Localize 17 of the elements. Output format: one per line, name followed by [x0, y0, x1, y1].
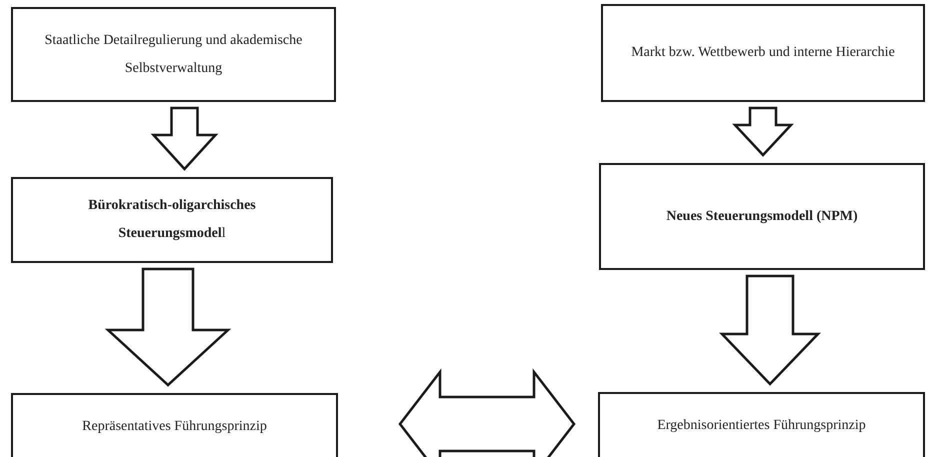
box-text: Bürokratisch-oligarchisches Steuerungsmodell [87, 197, 257, 243]
process-box [601, 4, 925, 102]
box-text: Markt bzw. Wettbewerb und interne Hierarchie [631, 44, 895, 62]
process-box [11, 393, 338, 457]
process-box [599, 163, 925, 270]
process-box [598, 392, 925, 457]
block-arrow [719, 274, 821, 386]
box-text: Neues Steuerungsmodell (NPM) [666, 208, 858, 226]
box-text: Ergebnisorientiertes Führungsprinzip [657, 417, 866, 435]
block-arrow [398, 368, 576, 457]
block-arrow [150, 106, 218, 171]
block-arrow [732, 106, 794, 157]
box-text: Staatliche Detailregulierung und akademische Selbstverwaltung [44, 32, 304, 78]
block-arrow [104, 268, 232, 387]
process-box [11, 7, 336, 102]
box-text: Repräsentatives Führungsprinzip [82, 418, 267, 436]
process-box [11, 177, 333, 263]
